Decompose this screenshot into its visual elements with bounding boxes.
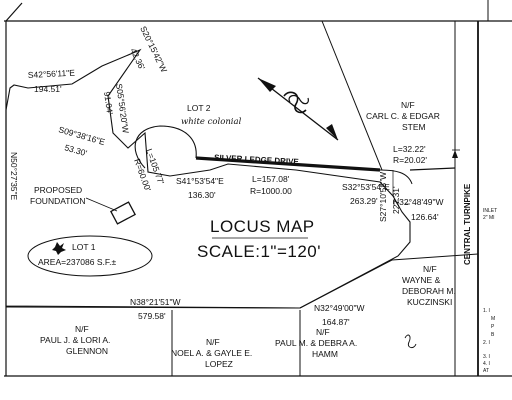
- foundation-leader: [85, 197, 118, 212]
- kucz-name1: WAYNE &: [402, 275, 441, 285]
- course-7-bearing: S41°53'54"E: [176, 176, 224, 186]
- stem-surname: STEM: [402, 122, 426, 132]
- course-13-bearing: N38°21'51"W: [130, 297, 181, 307]
- lot1-area: AREA=237086 S.F.±: [38, 257, 116, 267]
- svg-text:P: P: [491, 324, 495, 330]
- lopez-name: NOEL A. & GAYLE E.: [171, 348, 252, 358]
- course-11-bearing: N32°48'49"W: [393, 197, 444, 207]
- glennon-nf: N/F: [75, 324, 89, 334]
- course-12: S27°10'58"W: [378, 172, 388, 222]
- kucz-nf: N/F: [423, 264, 437, 274]
- lopez-nf: N/F: [206, 337, 220, 347]
- scale: SCALE:1"=120': [197, 242, 321, 261]
- foundation-label-2: FOUNDATION: [30, 196, 86, 206]
- course-9-bearing: S32°53'54"E: [342, 182, 390, 192]
- course-10-r: R=20.02': [393, 155, 427, 165]
- course-12-dist: 227.31': [391, 186, 401, 214]
- proposed-foundation-box: [110, 201, 136, 225]
- lot1-boundary: [5, 48, 411, 309]
- course-9-dist: 263.29': [350, 196, 378, 206]
- svg-text:2" MI: 2" MI: [483, 215, 495, 221]
- svg-text:INLET: INLET: [483, 208, 497, 214]
- lot2-label: LOT 2: [187, 103, 211, 113]
- margin-notes: INLET 2" MI 1. I M P B 2. I 3. I 4. I AT: [483, 208, 497, 374]
- course-14-bearing: N32°49'00"W: [314, 303, 365, 313]
- leader-lines: [392, 170, 410, 205]
- course-2-dist: 42.36': [128, 46, 147, 71]
- foundation-label-1: PROPOSED: [34, 185, 82, 195]
- course-7-dist: 136.30': [188, 190, 216, 200]
- svg-text:2. I: 2. I: [483, 340, 490, 346]
- lopez-surname: LOPEZ: [205, 359, 233, 369]
- svg-text:4. I: 4. I: [483, 361, 490, 367]
- handwritten-mark: [404, 334, 417, 349]
- hamm-name: PAUL M. & DEBRA A.: [275, 338, 357, 348]
- stem-name: CARL C. & EDGAR: [366, 111, 440, 121]
- kucz-surname: KUCZINSKI: [407, 297, 452, 307]
- stem-nf: N/F: [401, 100, 415, 110]
- course-1-dist: 194.51': [34, 84, 62, 94]
- kucz-name2: DEBORAH M.: [402, 286, 456, 296]
- central-turnpike: [452, 21, 460, 376]
- svg-text:3. I: 3. I: [483, 354, 490, 360]
- course-3-dist: 91.04': [102, 91, 115, 115]
- course-3: S05°56'20"W: [114, 83, 131, 134]
- course-8-l: L=157.08': [252, 174, 290, 184]
- course-8-r: R=1000.00: [250, 186, 292, 196]
- lot2-note: white colonial: [181, 117, 242, 127]
- hamm-surname: HAMM: [312, 349, 338, 359]
- silver-ledge-drive-label: SILVER LEDGE DRIVE: [214, 153, 300, 166]
- course-11-dist: 126.64': [411, 212, 439, 222]
- lot1-label: LOT 1: [72, 242, 96, 252]
- glennon-surname: GLENNON: [66, 346, 108, 356]
- title: LOCUS MAP: [210, 217, 315, 236]
- course-13-dist: 579.58': [138, 311, 166, 321]
- lot1-oval: [27, 235, 153, 277]
- central-turnpike-label: CENTRAL TURNPIKE: [463, 183, 472, 265]
- course-10-l: L=32.22': [393, 144, 426, 154]
- frame-lines: [4, 0, 512, 377]
- course-1-bearing: S42°56'11"E: [28, 68, 76, 80]
- north-arrow-icon: [257, 77, 339, 141]
- hamm-nf: N/F: [316, 327, 330, 337]
- tree-symbol-icon: [52, 242, 66, 255]
- course-14-dist: 164.87': [322, 317, 350, 327]
- svg-text:M: M: [491, 316, 495, 322]
- svg-text:1. I: 1. I: [483, 308, 490, 314]
- svg-text:B: B: [491, 332, 495, 338]
- glennon-name: PAUL J. & LORI A.: [40, 335, 110, 345]
- silver-ledge-drive: [134, 125, 456, 185]
- course-4-dist: 53.30': [63, 142, 88, 158]
- course-5: N50°27'35"E: [9, 152, 19, 201]
- svg-text:AT: AT: [483, 368, 489, 374]
